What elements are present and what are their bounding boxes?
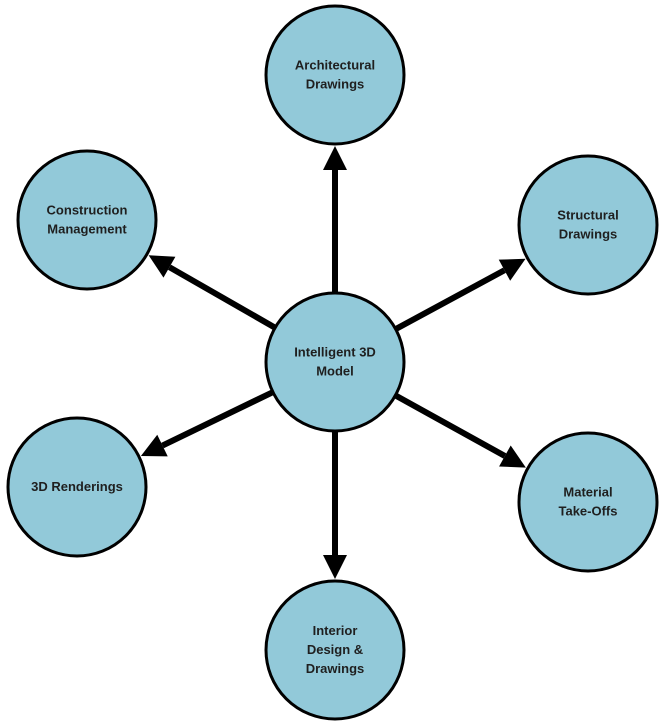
arrow-to-construction-management bbox=[167, 264, 276, 330]
node-label-line: Structural bbox=[557, 208, 618, 223]
node-label-line: Drawings bbox=[306, 77, 365, 92]
node-circle bbox=[517, 431, 659, 573]
node-label-line: Management bbox=[47, 222, 127, 237]
node-circle bbox=[16, 149, 158, 291]
arrow-to-material-take-offs bbox=[394, 393, 507, 459]
arrow-to-structural-drawings bbox=[395, 267, 506, 332]
node-circle bbox=[264, 579, 406, 721]
node-label-line: Material bbox=[563, 485, 612, 500]
node-circle bbox=[6, 416, 148, 558]
arrowhead-construction-management bbox=[148, 255, 176, 278]
node-label-line: 3D Renderings bbox=[31, 479, 123, 494]
node-label-line: Drawings bbox=[559, 227, 618, 242]
arrows-layer bbox=[140, 146, 526, 579]
arrow-to-3d-renderings bbox=[161, 389, 274, 449]
node-label-line: Design & bbox=[307, 642, 363, 657]
node-3d-renderings: 3D Renderings bbox=[6, 416, 148, 558]
node-label-line: Interior bbox=[313, 623, 358, 638]
arrowhead-material-take-offs bbox=[499, 445, 526, 468]
arrowhead-3d-renderings bbox=[140, 434, 168, 457]
node-label-line: Drawings bbox=[306, 661, 365, 676]
node-circle bbox=[264, 291, 406, 433]
arrowhead-interior-design-drawings bbox=[323, 555, 347, 579]
node-circle bbox=[264, 4, 406, 146]
arrowhead-architectural-drawings bbox=[323, 146, 347, 170]
node-label-line: Take-Offs bbox=[559, 504, 618, 519]
node-circle bbox=[517, 154, 659, 296]
node-label-line: Model bbox=[316, 364, 354, 379]
node-label-line: Architectural bbox=[295, 58, 375, 73]
nodes-layer: Intelligent 3D Model ArchitecturalDrawings… bbox=[6, 4, 659, 721]
node-label-line: Intelligent 3D bbox=[294, 345, 376, 360]
center-node-center: Intelligent 3D Model bbox=[264, 291, 406, 433]
arrowhead-structural-drawings bbox=[498, 258, 526, 281]
node-label-line: Construction bbox=[47, 203, 128, 218]
